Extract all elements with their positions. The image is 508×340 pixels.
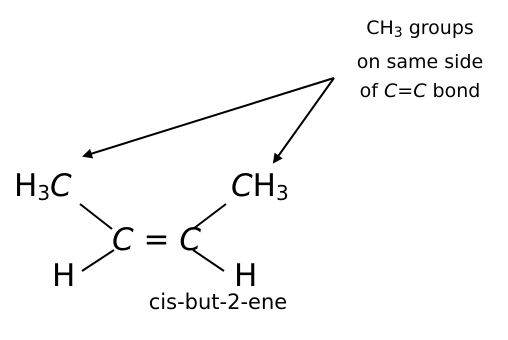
- annotation-line-2: on same side: [356, 51, 484, 73]
- bond-top-right: [192, 203, 227, 230]
- bond-bottom-left: [81, 249, 115, 272]
- annotation-line-1: CH3 groups: [366, 17, 474, 41]
- annotation-text: CH3 groups on same side of C=C bond: [332, 14, 508, 106]
- right-methyl-subscript: 3: [275, 181, 289, 205]
- right-hydrogen: H: [234, 258, 258, 294]
- left-hydrogen: H: [52, 258, 76, 294]
- right-methyl-carbon: C: [231, 168, 253, 204]
- arrow-to-right-methyl: [272, 77, 335, 164]
- annotation-line-3: of C=C bond: [359, 80, 481, 102]
- right-methyl-hydrogen: H: [252, 168, 276, 204]
- arrow-to-left-methyl: [82, 77, 335, 159]
- molecule-name-caption: cis-but-2-ene: [148, 290, 288, 314]
- carbon-double-bond: C = C: [112, 222, 201, 258]
- right-methyl-group: CH3: [231, 168, 289, 211]
- bond-bottom-right: [192, 249, 225, 272]
- left-methyl-group: H3C: [14, 168, 72, 205]
- bond-top-left: [79, 203, 113, 230]
